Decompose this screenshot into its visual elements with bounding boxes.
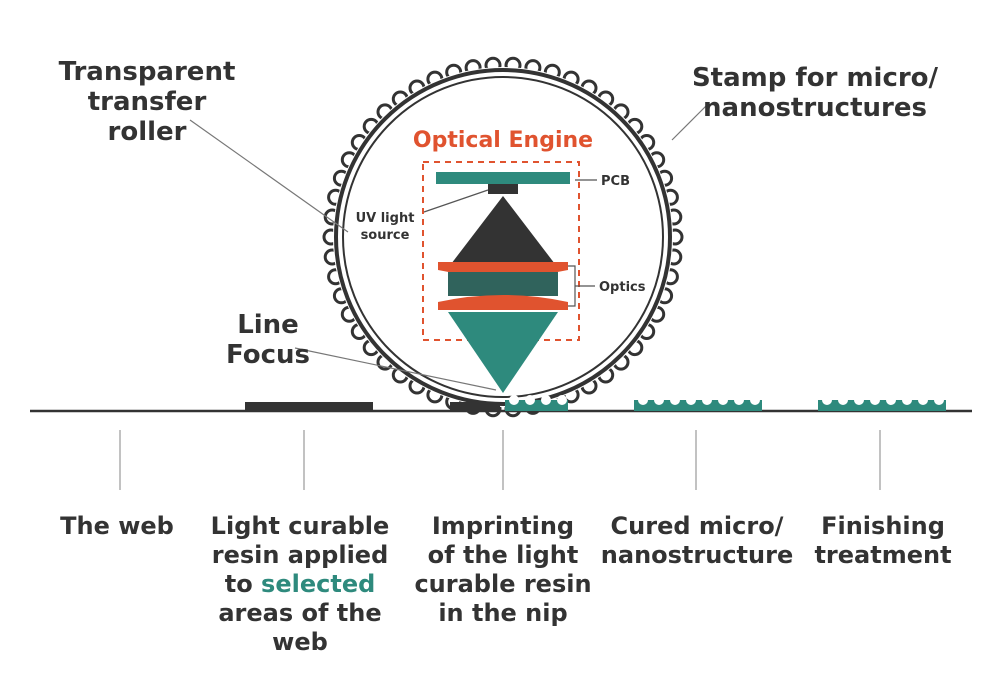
svg-text:nanostructure: nanostructure <box>601 541 793 569</box>
lens-bottom <box>438 295 568 310</box>
svg-text:of the light: of the light <box>428 541 579 569</box>
stamp-leader <box>671 103 709 141</box>
svg-text:to selected: to selected <box>225 570 376 598</box>
svg-text:nanostructures: nanostructures <box>703 93 927 123</box>
svg-text:resin applied: resin applied <box>212 541 389 569</box>
step-cured: Cured micro/ nanostructure <box>601 512 793 569</box>
roller-inner-ring <box>342 76 664 398</box>
light-between-lenses-tint <box>448 272 558 296</box>
light-cone-upper <box>448 196 558 268</box>
svg-text:in the nip: in the nip <box>438 599 567 627</box>
step-ticks <box>119 430 881 490</box>
roller-leader <box>189 119 349 233</box>
svg-text:transfer: transfer <box>88 87 207 117</box>
svg-text:Finishing: Finishing <box>821 512 945 540</box>
svg-text:roller: roller <box>108 117 187 147</box>
stamp-label: Stamp for micro/ nanostructures <box>692 63 939 123</box>
svg-text:curable resin: curable resin <box>414 570 591 598</box>
svg-text:areas of the: areas of the <box>218 599 381 627</box>
pcb-board <box>436 172 570 184</box>
line-focus-label: Line Focus <box>226 310 310 370</box>
svg-text:Focus: Focus <box>226 340 310 370</box>
optics-label: Optics <box>599 280 646 295</box>
roller-label: Transparent transfer roller <box>59 57 236 147</box>
svg-text:Imprinting: Imprinting <box>432 512 574 540</box>
svg-text:Transparent: Transparent <box>59 57 236 87</box>
svg-text:UV light: UV light <box>356 211 415 226</box>
step-imprinting: Imprinting of the light curable resin in… <box>414 512 591 627</box>
svg-text:treatment: treatment <box>814 541 951 569</box>
uv-light-source <box>488 184 518 194</box>
pcb-label: PCB <box>601 174 630 189</box>
line-focus-leader <box>294 347 497 391</box>
svg-text:Cured micro/: Cured micro/ <box>611 512 784 540</box>
optical-engine-title: Optical Engine <box>413 128 593 153</box>
light-cone-lower <box>448 312 558 393</box>
resin-in-nip <box>450 402 500 411</box>
svg-text:Line: Line <box>237 310 299 340</box>
svg-text:Stamp for micro/: Stamp for micro/ <box>692 63 939 93</box>
svg-text:The web: The web <box>60 512 174 540</box>
cured-structures <box>505 395 946 411</box>
resin-applied <box>245 402 373 411</box>
selected-highlight: selected <box>261 570 375 598</box>
step-finishing: Finishing treatment <box>814 512 951 569</box>
step-the-web: The web <box>60 512 174 540</box>
svg-text:Light curable: Light curable <box>211 512 390 540</box>
svg-text:web: web <box>272 628 328 656</box>
step-resin-applied: Light curable resin applied to selected … <box>211 512 390 656</box>
uv-light-label: UV light source <box>356 211 415 243</box>
svg-text:source: source <box>361 228 410 243</box>
uv-leader <box>423 189 489 213</box>
